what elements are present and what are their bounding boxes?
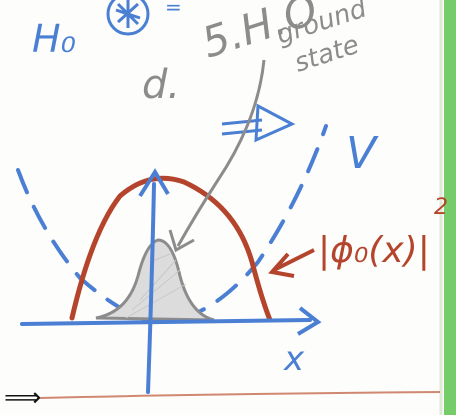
- v-label: V: [346, 128, 379, 179]
- blue-implies-arrow: [221, 103, 296, 143]
- pointer-arrow: [176, 59, 266, 247]
- ground-state-gaussian: [95, 238, 215, 322]
- green-edge-stripe: [444, 0, 456, 415]
- phi-label: |ϕ₀(x)|: [318, 230, 430, 271]
- h0-label: H₀: [32, 17, 76, 61]
- phi-exponent: 2: [434, 195, 448, 220]
- red-pointer-arrowhead: [268, 252, 295, 278]
- x-axis-label: x: [283, 339, 305, 379]
- probability-density-curve: [69, 175, 273, 323]
- pointer-arrowhead: [168, 229, 195, 253]
- d-label: d.: [142, 62, 180, 108]
- implies-symbol: ⟹: [4, 383, 42, 413]
- coordinate-axes: [20, 168, 322, 394]
- circled-star-icon: [106, 0, 150, 36]
- blue-top-fragment: =: [165, 0, 182, 19]
- red-underline: [39, 391, 441, 399]
